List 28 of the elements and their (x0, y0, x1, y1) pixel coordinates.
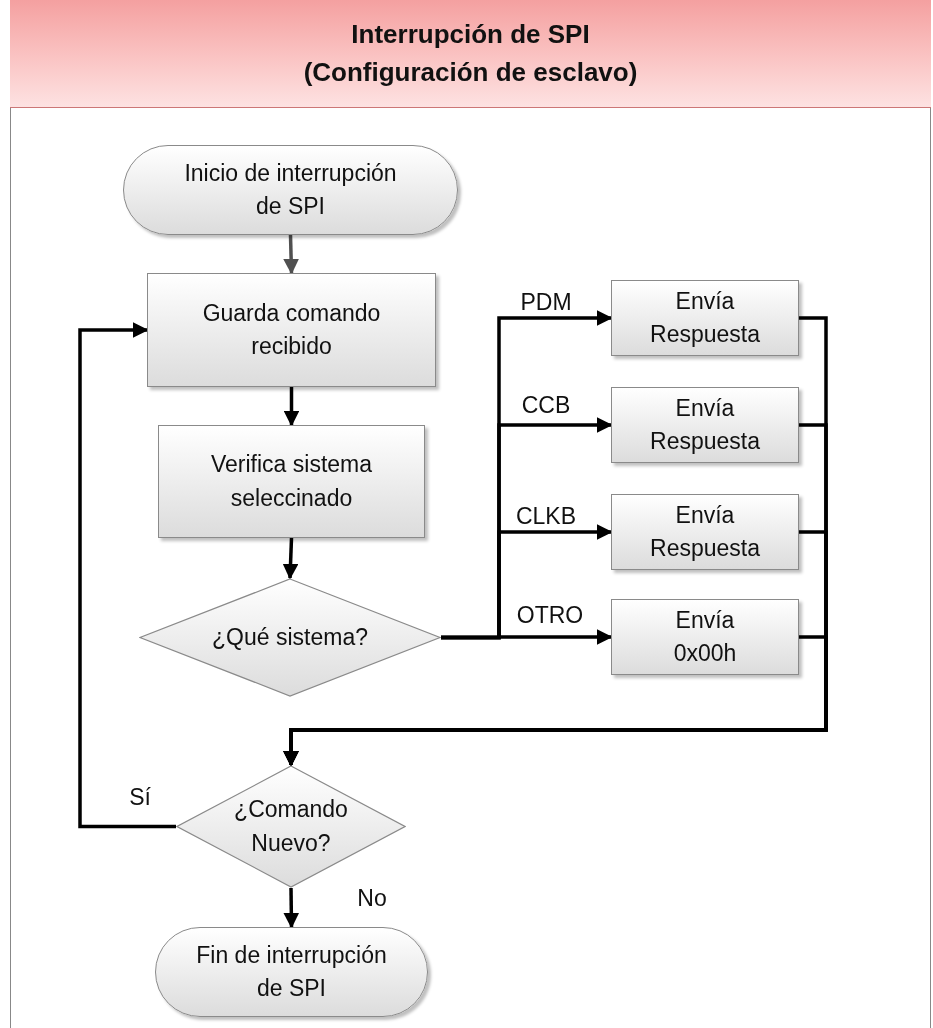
node-text: Envía Respuesta (649, 393, 761, 456)
node-text: Verifica sistema seleccinado (209, 450, 374, 513)
node-text: Guarda comando recibido (201, 298, 382, 361)
process-box (611, 494, 799, 570)
arrow (283, 635, 828, 767)
arrow (78, 322, 176, 829)
node-text: ¿Qué sistema? (212, 622, 368, 652)
arrow (283, 387, 300, 427)
process-box (611, 387, 799, 463)
decision-diamond (139, 578, 441, 697)
node-text: Fin de interrupción de SPI (195, 940, 388, 1003)
terminal-shape (155, 927, 428, 1017)
terminal-shape (123, 145, 458, 235)
node-text: Envía 0x00h (672, 605, 738, 668)
arrow (441, 629, 613, 645)
arrow (282, 537, 299, 580)
node-text: ¿Comando Nuevo? (233, 795, 349, 858)
node-text: Inicio de interrupción de SPI (183, 158, 398, 221)
decision-diamond (176, 765, 406, 888)
process-box (147, 273, 436, 387)
process-box (611, 280, 799, 356)
arrow (283, 887, 300, 929)
process-box (611, 599, 799, 675)
node-text: Envía Respuesta (649, 286, 761, 349)
arrow (283, 234, 299, 275)
process-box (158, 425, 425, 538)
node-text: Envía Respuesta (649, 500, 761, 563)
diagram-title: Interrupción de SPI (Configuración de esclavo) (302, 17, 639, 89)
